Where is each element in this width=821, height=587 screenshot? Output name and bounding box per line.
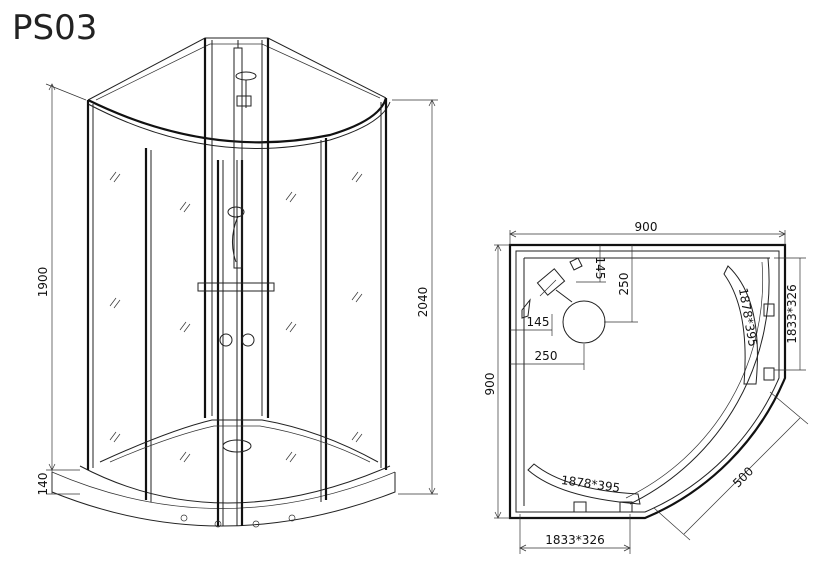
dim-offset-250-left: 250 [535,349,558,363]
elevation-view: 1900 2040 140 [36,37,438,528]
plan-view: 900 900 145 250 145 250 1833*326 18 [483,220,809,554]
top-frame [87,97,388,144]
dim-offset-145-left: 145 [527,315,550,329]
dim-radius: 500 [730,464,756,490]
dim-glass-curved-right: 1878*395 [736,287,760,348]
dim-height-total: 2040 [416,287,430,318]
mixer-knob-left [219,333,233,347]
dim-door-right: 1833*326 [785,284,799,343]
mixer-knob-right [241,333,255,347]
curved-panel-right [723,265,758,385]
shower-tray [51,472,396,527]
dim-door-bottom: 1833*326 [545,533,604,547]
shower-head-plan [562,300,606,344]
shower-head [235,71,257,81]
page-title: PS03 [12,8,98,48]
dim-plan-width: 900 [635,220,658,234]
dim-offset-250-top: 250 [617,273,631,296]
curved-panel-bottom [527,463,641,505]
shelf [197,282,275,292]
dim-height-base: 140 [36,473,50,496]
tray-outline [508,243,787,520]
drain [222,439,252,453]
dim-height-glass: 1900 [36,267,50,298]
dim-plan-depth: 900 [483,373,497,396]
dim-offset-145-top: 145 [593,257,607,280]
